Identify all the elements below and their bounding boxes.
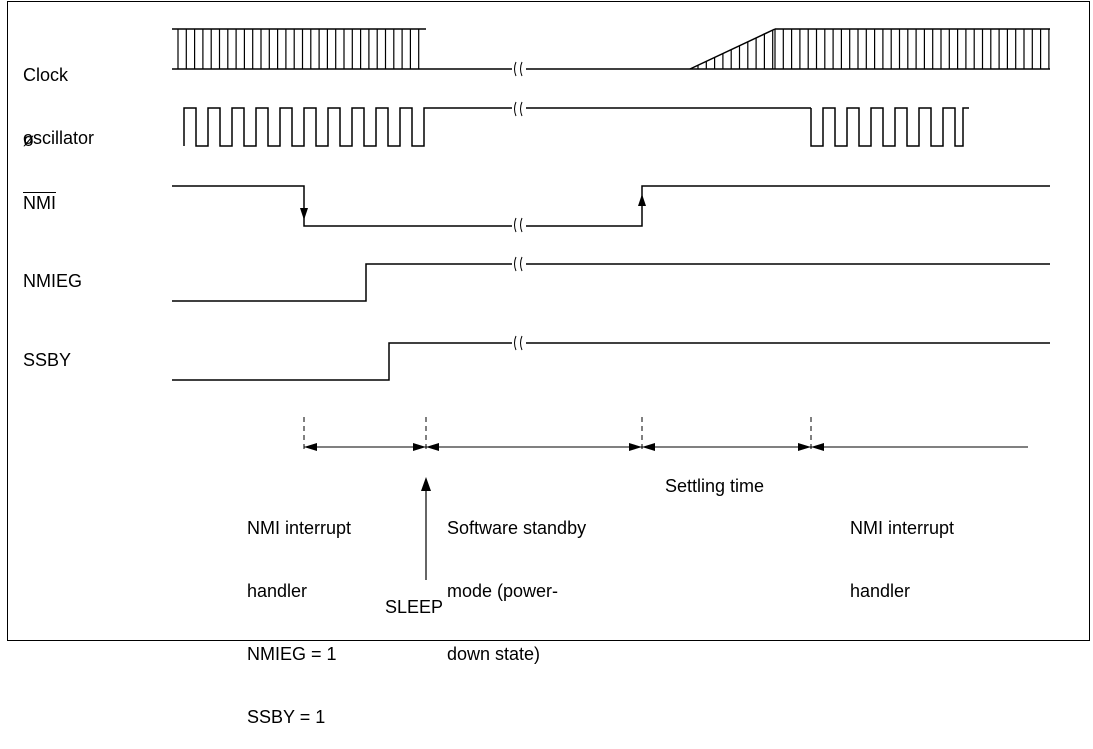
phase1-line1: NMI interrupt: [247, 518, 352, 538]
phase2-line3: down state): [447, 644, 541, 664]
phase2-line2: mode (power-: [447, 581, 559, 601]
phase1-line4: SSBY = 1: [247, 707, 326, 727]
clock-label-line1: Clock: [23, 65, 69, 85]
timing-diagram: [172, 28, 1050, 580]
phase1-line2: handler: [247, 581, 308, 601]
ssby-waveform: [172, 342, 1050, 381]
arrowheads: [300, 194, 824, 491]
break-marks: [514, 61, 523, 351]
clock-label-line2: oscillator: [23, 128, 95, 148]
phase-label-nmi-handler-2: NMI interrupt handler: [850, 476, 954, 623]
nmi-waveform: [172, 185, 1050, 227]
phase1-line3: NMIEG = 1: [247, 644, 337, 664]
signal-label-phi: ø: [23, 130, 34, 150]
phase-label-software-standby: Software standby mode (power- down state…: [447, 476, 586, 686]
phase4-line2: handler: [850, 581, 911, 601]
phi-waveform: [183, 107, 969, 147]
clock-oscillator-waveform: [172, 28, 1050, 70]
nmieg-waveform: [172, 263, 1050, 302]
phase-label-settling-time: Settling time: [665, 476, 765, 496]
phase2-line1: Software standby: [447, 518, 587, 538]
sleep-label: SLEEP: [385, 597, 444, 617]
signal-label-clock: Clock oscillator: [23, 23, 94, 170]
signal-label-nmi: NMI: [23, 193, 56, 213]
phase-boundaries: [303, 417, 812, 452]
signal-label-ssby: SSBY: [23, 350, 72, 370]
phase4-line1: NMI interrupt: [850, 518, 955, 538]
phase-label-nmi-handler-1: NMI interrupt handler NMIEG = 1 SSBY = 1: [247, 476, 351, 749]
signal-label-nmieg: NMIEG: [23, 271, 83, 291]
